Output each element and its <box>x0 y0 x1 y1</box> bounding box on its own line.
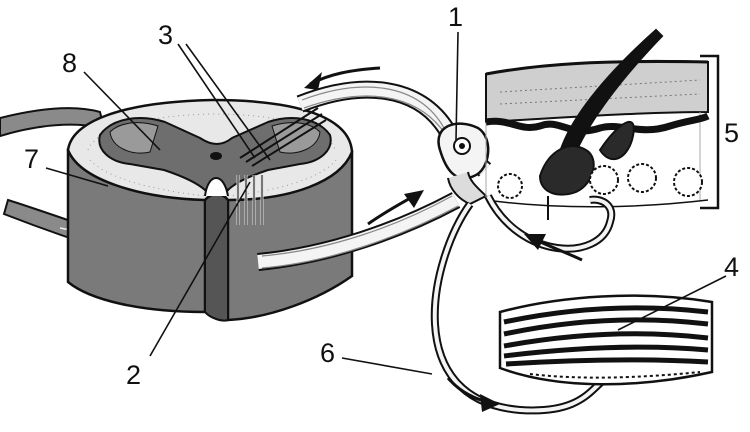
motor-nerve-root <box>257 192 461 271</box>
interneuron-bundle <box>236 107 327 225</box>
callout-7: 7 <box>24 144 39 174</box>
signal-direction-arrows <box>304 66 583 412</box>
callout-6: 6 <box>320 338 335 368</box>
leader-lines <box>45 31 727 375</box>
callout-8: 8 <box>62 48 77 78</box>
callout-3: 3 <box>158 20 173 50</box>
callout-4: 4 <box>724 252 739 282</box>
callout-1: 1 <box>448 2 463 32</box>
spinal-cord-segment <box>66 98 354 322</box>
muscle <box>498 294 714 386</box>
receptor-fiber <box>484 194 616 253</box>
callout-5: 5 <box>724 118 739 148</box>
callout-2: 2 <box>126 360 141 390</box>
skin-section <box>485 28 720 210</box>
spinal-ganglion <box>437 122 490 206</box>
